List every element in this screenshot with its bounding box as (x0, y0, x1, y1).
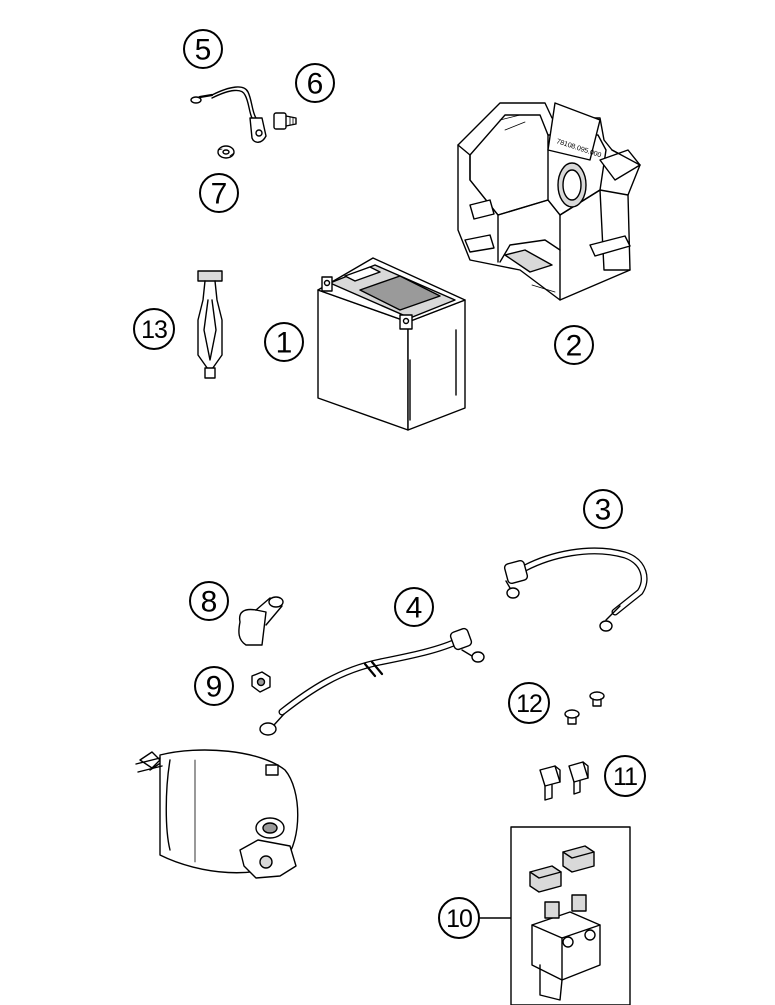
callout-5-label: 5 (195, 34, 212, 67)
callout-10: 10 (438, 897, 480, 939)
callout-2-label: 2 (566, 330, 583, 363)
callout-1-label: 1 (276, 327, 293, 360)
callout-10-label: 10 (446, 905, 472, 933)
callout-7-label: 7 (211, 178, 228, 211)
callout-8-label: 8 (201, 586, 218, 619)
callout-5: 5 (183, 29, 223, 69)
callout-13: 13 (133, 308, 175, 350)
callout-9: 9 (194, 666, 234, 706)
callout-7: 7 (199, 173, 239, 213)
callout-4: 4 (394, 587, 434, 627)
callout-3-label: 3 (595, 494, 612, 527)
terminal-cover (238, 596, 284, 646)
callout-3: 3 (583, 489, 623, 529)
callout-11: 11 (604, 755, 646, 797)
battery (317, 257, 466, 431)
callout-6-label: 6 (307, 68, 324, 101)
starter-relay-box (510, 826, 631, 1005)
callout-11-label: 11 (613, 763, 637, 791)
starter-motor (135, 749, 299, 879)
ground-cable (190, 86, 267, 143)
callout-12-label: 12 (516, 690, 542, 718)
test-probe (197, 270, 223, 379)
fuses (539, 761, 589, 801)
callout-4-label: 4 (406, 592, 423, 625)
callout-13-label: 13 (141, 316, 167, 344)
starter-cable (259, 627, 485, 736)
washer (217, 145, 235, 159)
nut (251, 671, 271, 693)
battery-box: 78108.095.000 (457, 102, 641, 301)
screws (564, 691, 605, 725)
screw (273, 112, 297, 130)
callout-12: 12 (508, 682, 550, 724)
callout-6: 6 (295, 63, 335, 103)
battery-cable (503, 547, 648, 632)
callout-1: 1 (264, 322, 304, 362)
callout-2: 2 (554, 325, 594, 365)
callout-8: 8 (189, 581, 229, 621)
callout-9-label: 9 (206, 671, 223, 704)
